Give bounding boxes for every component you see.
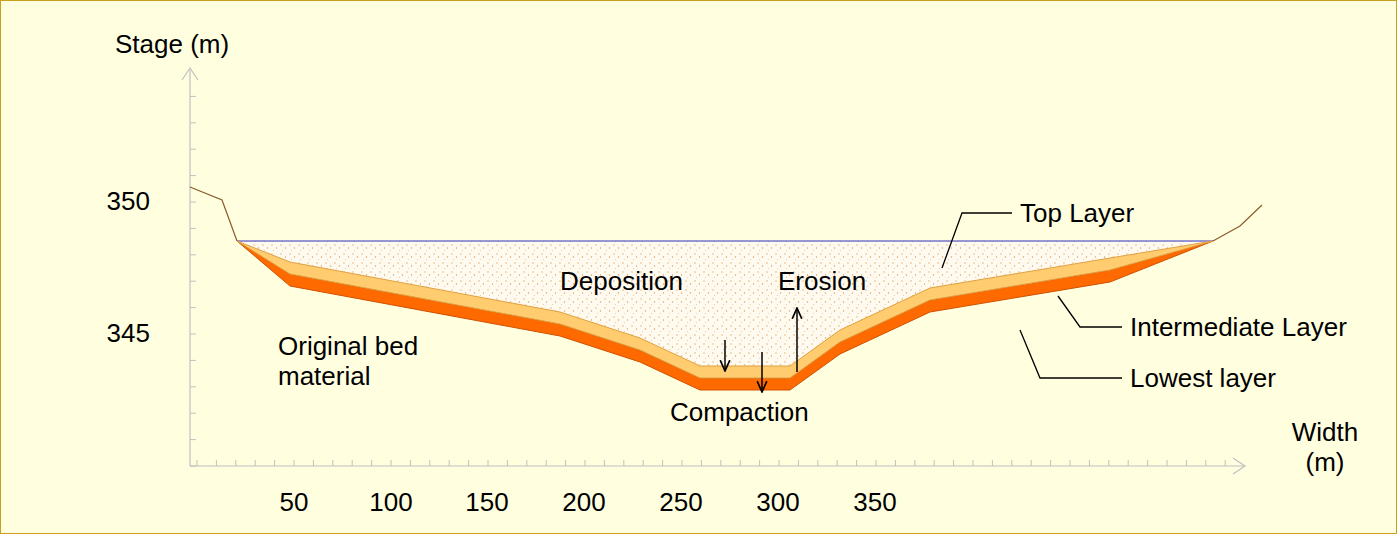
process-label: Compaction — [670, 397, 809, 427]
part-name: Intermediate Layer — [1130, 312, 1347, 342]
leader-line — [942, 213, 1012, 268]
axis-value: 150 — [465, 487, 508, 517]
axis-value: 300 — [756, 487, 799, 517]
axis-title: Stage (m) — [115, 29, 229, 59]
axis-value: 100 — [369, 487, 412, 517]
axis-value: 200 — [562, 487, 605, 517]
part-name: Top Layer — [1020, 198, 1134, 228]
region-label: Original bed material — [278, 331, 478, 391]
axis-value: 350 — [107, 186, 150, 216]
axis-value: 250 — [659, 487, 702, 517]
process-label: Deposition — [560, 266, 683, 296]
axis-value: 350 — [853, 487, 896, 517]
leader-line — [1020, 330, 1122, 378]
compaction-arrow — [761, 352, 763, 392]
deposition-arrow — [724, 340, 726, 371]
axis-value: 50 — [280, 487, 309, 517]
part-name: Lowest layer — [1130, 363, 1276, 393]
leader-line — [1058, 296, 1122, 327]
axis-value: 345 — [107, 318, 150, 348]
axis-title: Width (m) — [1285, 417, 1365, 477]
erosion-arrow — [796, 308, 798, 372]
process-label: Erosion — [778, 266, 866, 296]
